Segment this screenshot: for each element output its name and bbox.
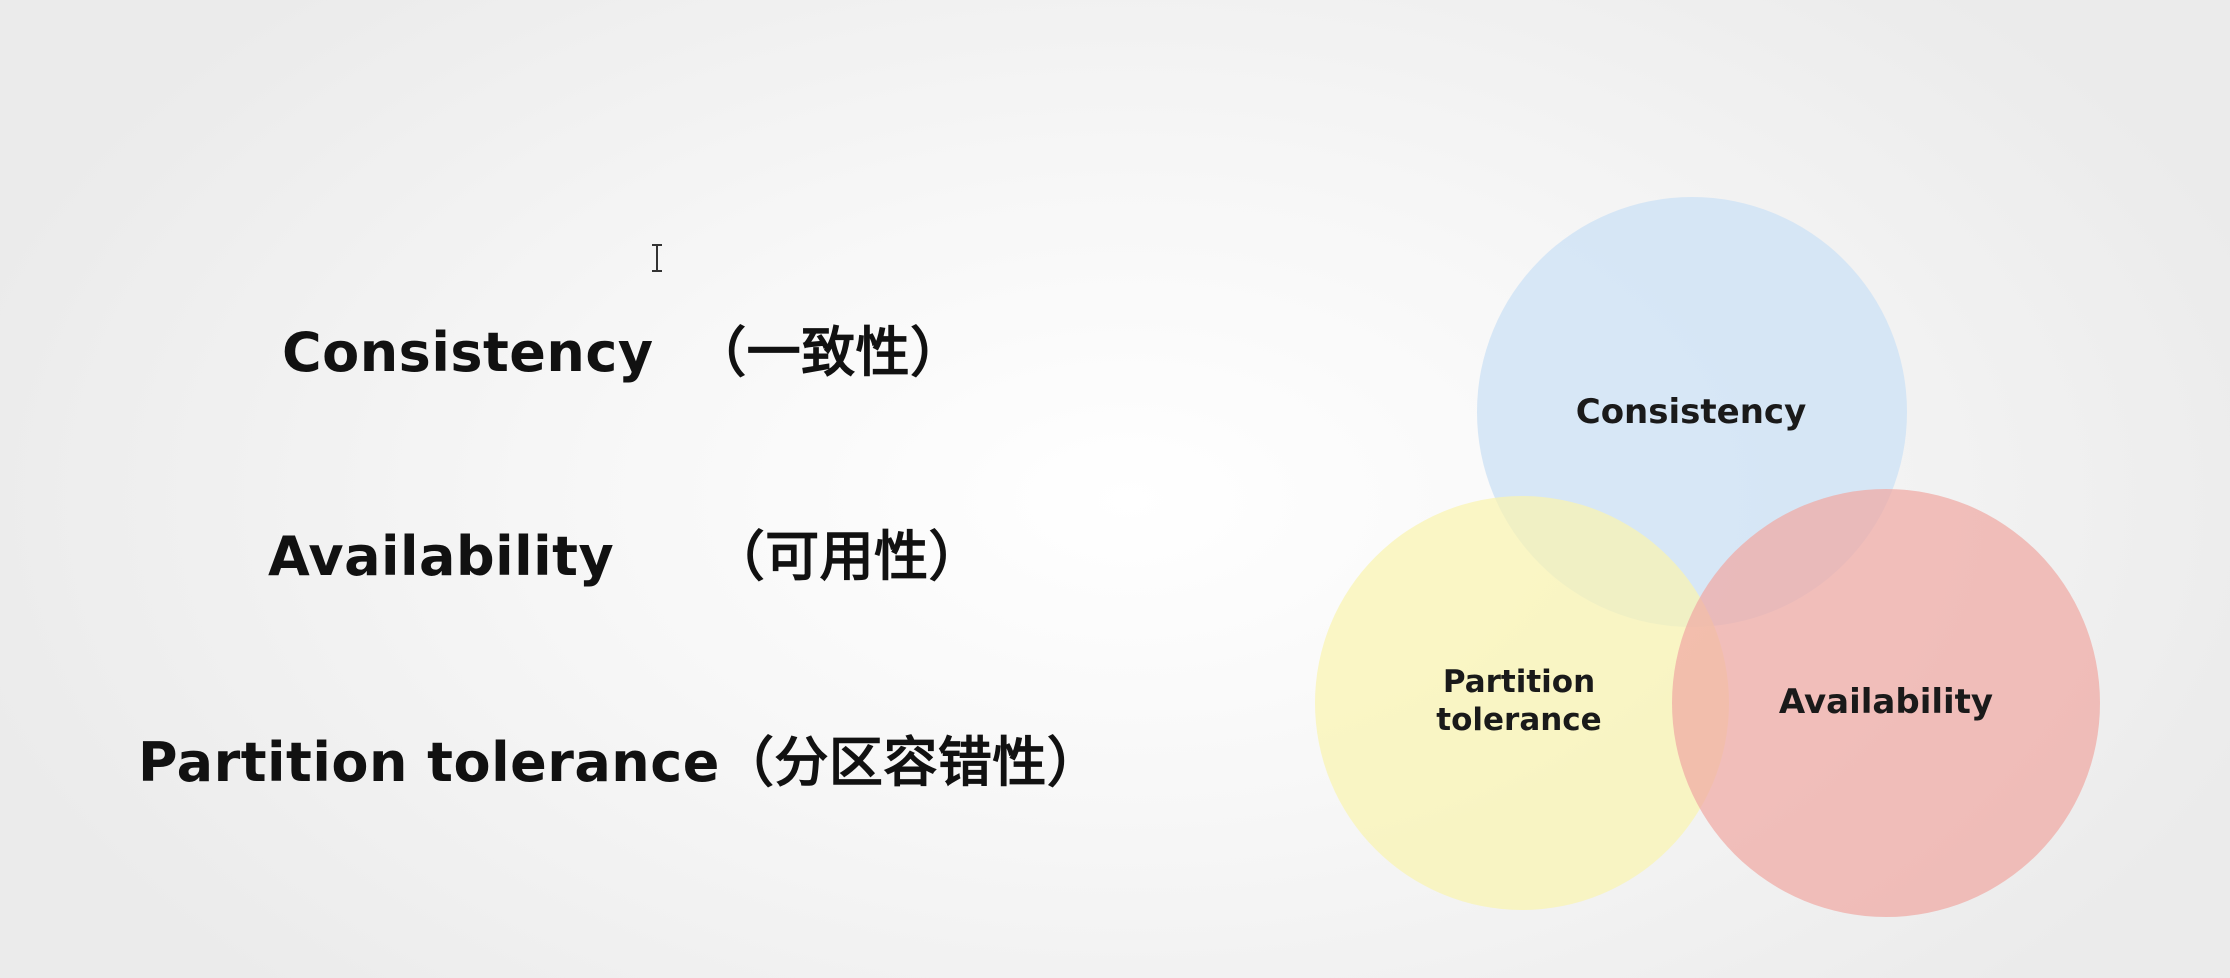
venn-circle-partition-tolerance — [1315, 496, 1729, 910]
term-partition-tolerance-zh: （分区容错性） — [719, 731, 1102, 794]
spacer — [654, 321, 693, 384]
term-consistency-zh: （一致性） — [692, 321, 965, 384]
cap-venn-diagram: Consistency Availability Partition toler… — [1315, 197, 2100, 917]
term-availability: Availability （可用性） — [268, 522, 983, 592]
venn-label-partition: Partition — [1443, 664, 1595, 700]
term-consistency-en: Consistency — [282, 321, 654, 384]
term-availability-zh: （可用性） — [710, 525, 984, 588]
venn-label-consistency: Consistency — [1576, 392, 1806, 432]
term-partition-tolerance: Partition tolerance（分区容错性） — [138, 728, 1101, 798]
spacer — [614, 525, 711, 588]
venn-circle-availability — [1672, 489, 2100, 917]
venn-label-availability: Availability — [1779, 682, 1993, 722]
venn-label-tolerance: tolerance — [1436, 702, 1601, 738]
term-availability-en: Availability — [268, 525, 615, 588]
i-beam-cursor-icon — [652, 244, 662, 272]
term-consistency: Consistency （一致性） — [282, 318, 965, 388]
term-partition-tolerance-en: Partition tolerance — [138, 731, 720, 794]
